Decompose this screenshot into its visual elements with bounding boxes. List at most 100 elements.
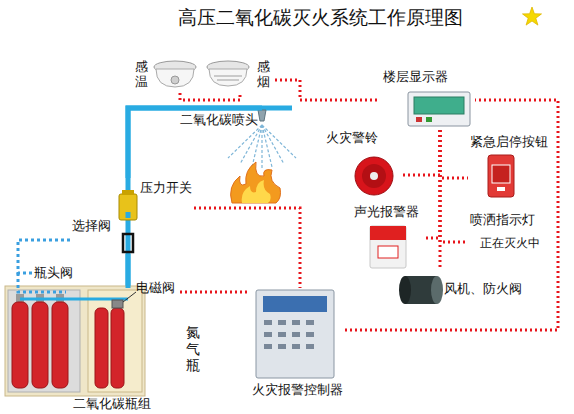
controller-key bbox=[306, 332, 314, 337]
device-label: 火灾报警控制器 bbox=[252, 382, 344, 397]
alarm-device-lamp bbox=[370, 226, 406, 240]
smoke-detector-dome bbox=[209, 69, 247, 86]
heat-detector-dome bbox=[156, 69, 194, 87]
signal-wire bbox=[180, 93, 240, 100]
device-node: 瓶头阀 bbox=[32, 260, 82, 286]
bottle-cabinet bbox=[5, 286, 145, 396]
device-node: 火灾报警控制器 bbox=[250, 288, 345, 400]
selector-valve-symbol bbox=[123, 234, 133, 252]
co2-rack bbox=[8, 290, 80, 392]
device-label: 声光报警器 bbox=[354, 204, 424, 219]
signal-wire bbox=[439, 130, 442, 270]
device-node: 感 温 bbox=[133, 55, 203, 93]
spray-line bbox=[262, 125, 296, 158]
controller-key bbox=[264, 320, 272, 325]
fan-end bbox=[431, 276, 443, 304]
co2-bottle bbox=[12, 302, 28, 388]
controller-key bbox=[278, 320, 286, 325]
spray-line bbox=[252, 125, 262, 167]
floor-display-led bbox=[426, 117, 432, 122]
controller-key bbox=[306, 344, 314, 349]
nitrogen-bottle bbox=[111, 308, 124, 388]
device-label: 氮 气 瓶 bbox=[186, 324, 202, 374]
nitrogen-bottle bbox=[95, 308, 108, 388]
fire-bell-body bbox=[355, 157, 393, 195]
pressure-switch-cap bbox=[122, 190, 134, 195]
co2-bottle bbox=[32, 302, 48, 388]
signal-wire bbox=[440, 130, 468, 178]
device-label: 二氧化碳瓶组 bbox=[73, 396, 155, 411]
signal-wire bbox=[440, 130, 468, 242]
signal-wire bbox=[402, 130, 440, 175]
floor-display-led bbox=[416, 117, 422, 122]
device-node: 二氧化碳瓶组 bbox=[5, 288, 157, 412]
controller-key bbox=[278, 332, 286, 337]
device-label: 火灾警铃 bbox=[326, 130, 402, 145]
controller-key bbox=[264, 332, 272, 337]
device-label: 电磁阀 bbox=[136, 280, 180, 295]
device-node: 声光报警器 bbox=[352, 204, 424, 272]
fire-flame bbox=[231, 162, 281, 203]
device-node: 二氧化碳喷头 bbox=[180, 108, 290, 130]
pressure-switch-symbol bbox=[119, 194, 137, 220]
spray-line bbox=[262, 125, 284, 164]
leader-line bbox=[123, 292, 136, 302]
spray-line bbox=[262, 125, 272, 167]
spray-line bbox=[228, 125, 262, 158]
diagram-title: 高压二氧化碳灭火系统工作原理图 bbox=[160, 5, 480, 31]
device-node: 楼层显示器 bbox=[380, 68, 475, 130]
device-label: 瓶头阀 bbox=[34, 265, 80, 280]
spray-line bbox=[240, 125, 262, 164]
signal-wire bbox=[194, 208, 300, 288]
device-node: 电磁阀 bbox=[132, 278, 180, 298]
device-node: 风机、防火阀 bbox=[400, 270, 530, 308]
co2-pipe bbox=[128, 108, 292, 298]
emergency-button-mark bbox=[497, 187, 505, 191]
controller-screen bbox=[263, 296, 327, 312]
device-label: 压力开关 bbox=[140, 180, 194, 195]
title-star bbox=[523, 7, 542, 25]
nitrogen-rack bbox=[88, 290, 142, 392]
fire-bell-center bbox=[370, 172, 378, 180]
device-label: 选择阀 bbox=[72, 218, 118, 233]
device-node: 选择阀 bbox=[70, 218, 140, 254]
controller-key bbox=[264, 344, 272, 349]
alarm-device-body bbox=[370, 226, 406, 268]
controller-key bbox=[292, 332, 300, 337]
device-node: 喷洒指示灯正在灭火中 bbox=[468, 210, 563, 254]
device-node: 感 烟 bbox=[205, 55, 275, 93]
device-label: 楼层显示器 bbox=[383, 69, 475, 84]
spray-line bbox=[261, 125, 262, 168]
device-node: 紧急启停按钮 bbox=[468, 132, 554, 204]
gas-pipe bbox=[126, 212, 131, 218]
fan-end bbox=[399, 276, 411, 304]
smoke-detector-vent bbox=[217, 79, 239, 81]
emergency-button-body bbox=[488, 155, 514, 197]
device-label: 喷洒指示灯 bbox=[470, 212, 560, 227]
device-label: 风机、防火阀 bbox=[444, 281, 528, 296]
smoke-detector-vent bbox=[214, 75, 242, 77]
co2-bottle bbox=[52, 302, 68, 388]
device-label: 感 温 bbox=[135, 59, 149, 90]
signal-wire bbox=[180, 291, 250, 294]
floor-display-body bbox=[408, 92, 470, 126]
heat-detector-sensor bbox=[171, 76, 179, 84]
controller-key bbox=[292, 344, 300, 349]
device-node: 压力开关 bbox=[112, 178, 194, 212]
controller-key bbox=[292, 320, 300, 325]
controller-key bbox=[278, 344, 286, 349]
controller-key bbox=[306, 320, 314, 325]
device-label: 感 烟 bbox=[257, 59, 271, 90]
device-label: 紧急启停按钮 bbox=[470, 134, 554, 149]
alarm-device-panel bbox=[378, 246, 398, 258]
device-label: 正在灭火中 bbox=[480, 236, 560, 250]
emergency-button-face bbox=[492, 165, 510, 183]
fire-bell-dome bbox=[362, 164, 386, 188]
device-node: 氮 气 瓶 bbox=[183, 322, 205, 384]
device-node: 火灾警铃 bbox=[322, 130, 402, 198]
signal-wire bbox=[275, 80, 380, 100]
controller-keys bbox=[264, 320, 314, 349]
spray-lines bbox=[228, 125, 296, 168]
